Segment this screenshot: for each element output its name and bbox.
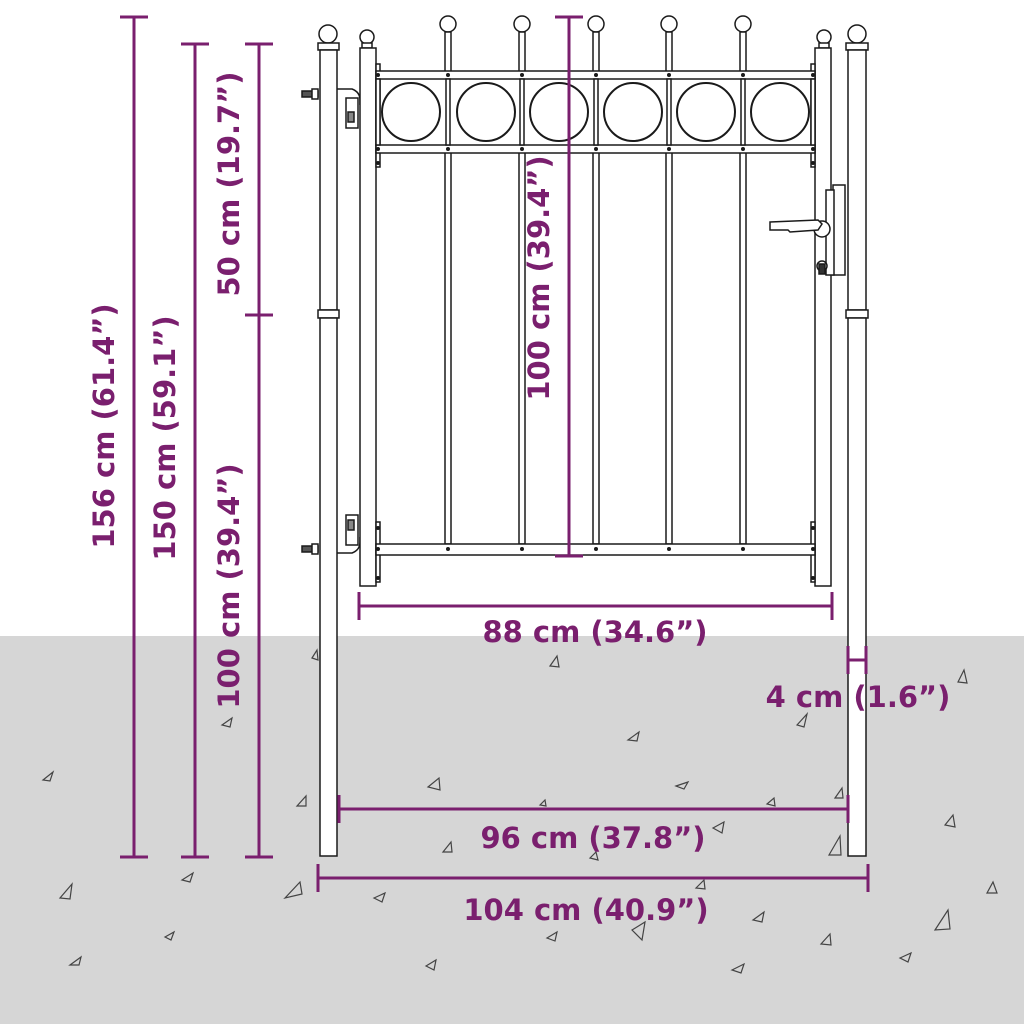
left-post [317,24,340,857]
dim-line-panel-height [555,15,583,558]
dim-line-gate-height [181,42,209,859]
label-top-section: 50 cm (19.7”) [212,71,246,296]
label-gate-height: 150 cm (59.1”) [148,315,182,560]
lower-hinge [301,514,361,555]
right-post [845,24,869,857]
dim-line-inner-width [337,795,850,823]
dim-line-post-width [846,646,868,674]
dim-line-gate-width [357,592,834,620]
dim-line-total-width [316,864,870,892]
label-gate-width: 88 cm (34.6”) [482,615,707,649]
dimension-lines [120,15,870,892]
gate-lock [769,184,846,276]
picket-finials [439,15,752,73]
rivets [376,73,815,580]
label-post-width: 4 cm (1.6”) [766,680,951,714]
label-lower-section: 100 cm (39.4”) [212,463,246,708]
dim-line-sections [245,42,273,859]
label-panel-height: 100 cm (39.4”) [522,155,556,400]
dim-line-total-height [120,15,148,859]
gravel-stones [41,648,998,974]
label-inner-width: 96 cm (37.8”) [480,821,705,855]
top-rails [375,70,816,154]
decorative-rings [381,82,810,142]
garden-gate [301,15,869,857]
label-total-height: 156 cm (61.4”) [87,303,121,548]
label-total-width: 104 cm (40.9”) [463,893,708,927]
upper-hinge [301,88,361,129]
vertical-pickets [444,151,747,545]
